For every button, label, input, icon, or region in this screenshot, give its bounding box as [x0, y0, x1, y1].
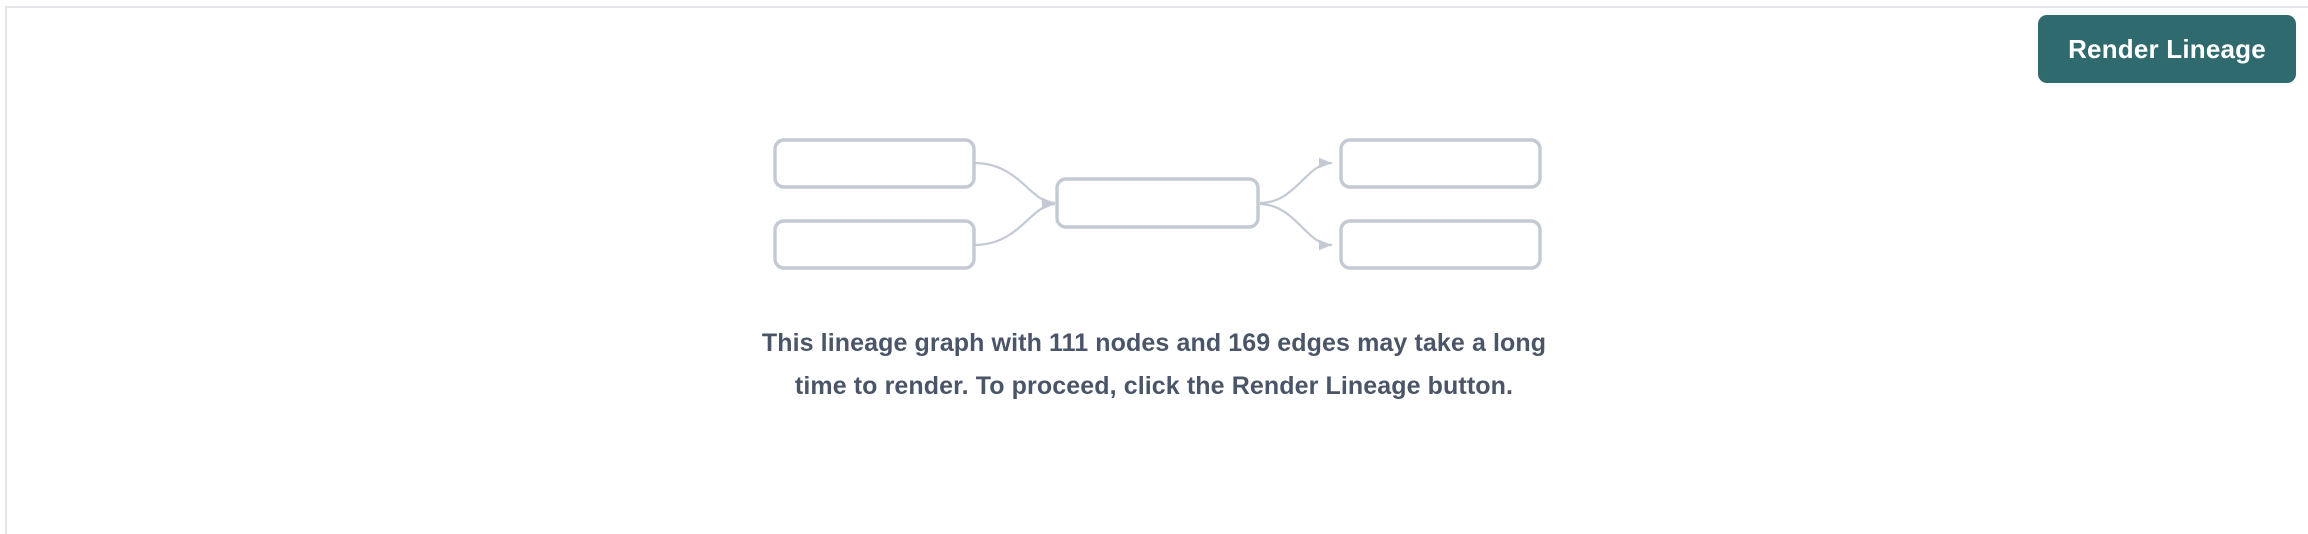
graph-node-downstream-1 — [1339, 138, 1542, 189]
graph-edges — [973, 157, 1333, 251]
graph-node-upstream-2 — [773, 219, 976, 270]
edge-upstream-2-to-focus — [973, 199, 1056, 247]
edge-focus-to-downstream-2 — [1259, 202, 1333, 251]
panel-left-divider — [5, 6, 7, 534]
edge-upstream-1-to-focus — [973, 161, 1056, 209]
panel-top-divider — [5, 6, 2308, 8]
graph-node-downstream-2 — [1339, 219, 1542, 270]
placeholder-graph-svg — [773, 138, 1542, 270]
render-lineage-button[interactable]: Render Lineage — [2038, 15, 2296, 83]
graph-node-focus — [1055, 177, 1260, 229]
graph-node-upstream-1 — [773, 138, 976, 189]
graph-nodes — [773, 138, 1542, 270]
edge-focus-to-downstream-1 — [1259, 157, 1333, 205]
lineage-size-warning-message: This lineage graph with 111 nodes and 16… — [761, 329, 1547, 400]
